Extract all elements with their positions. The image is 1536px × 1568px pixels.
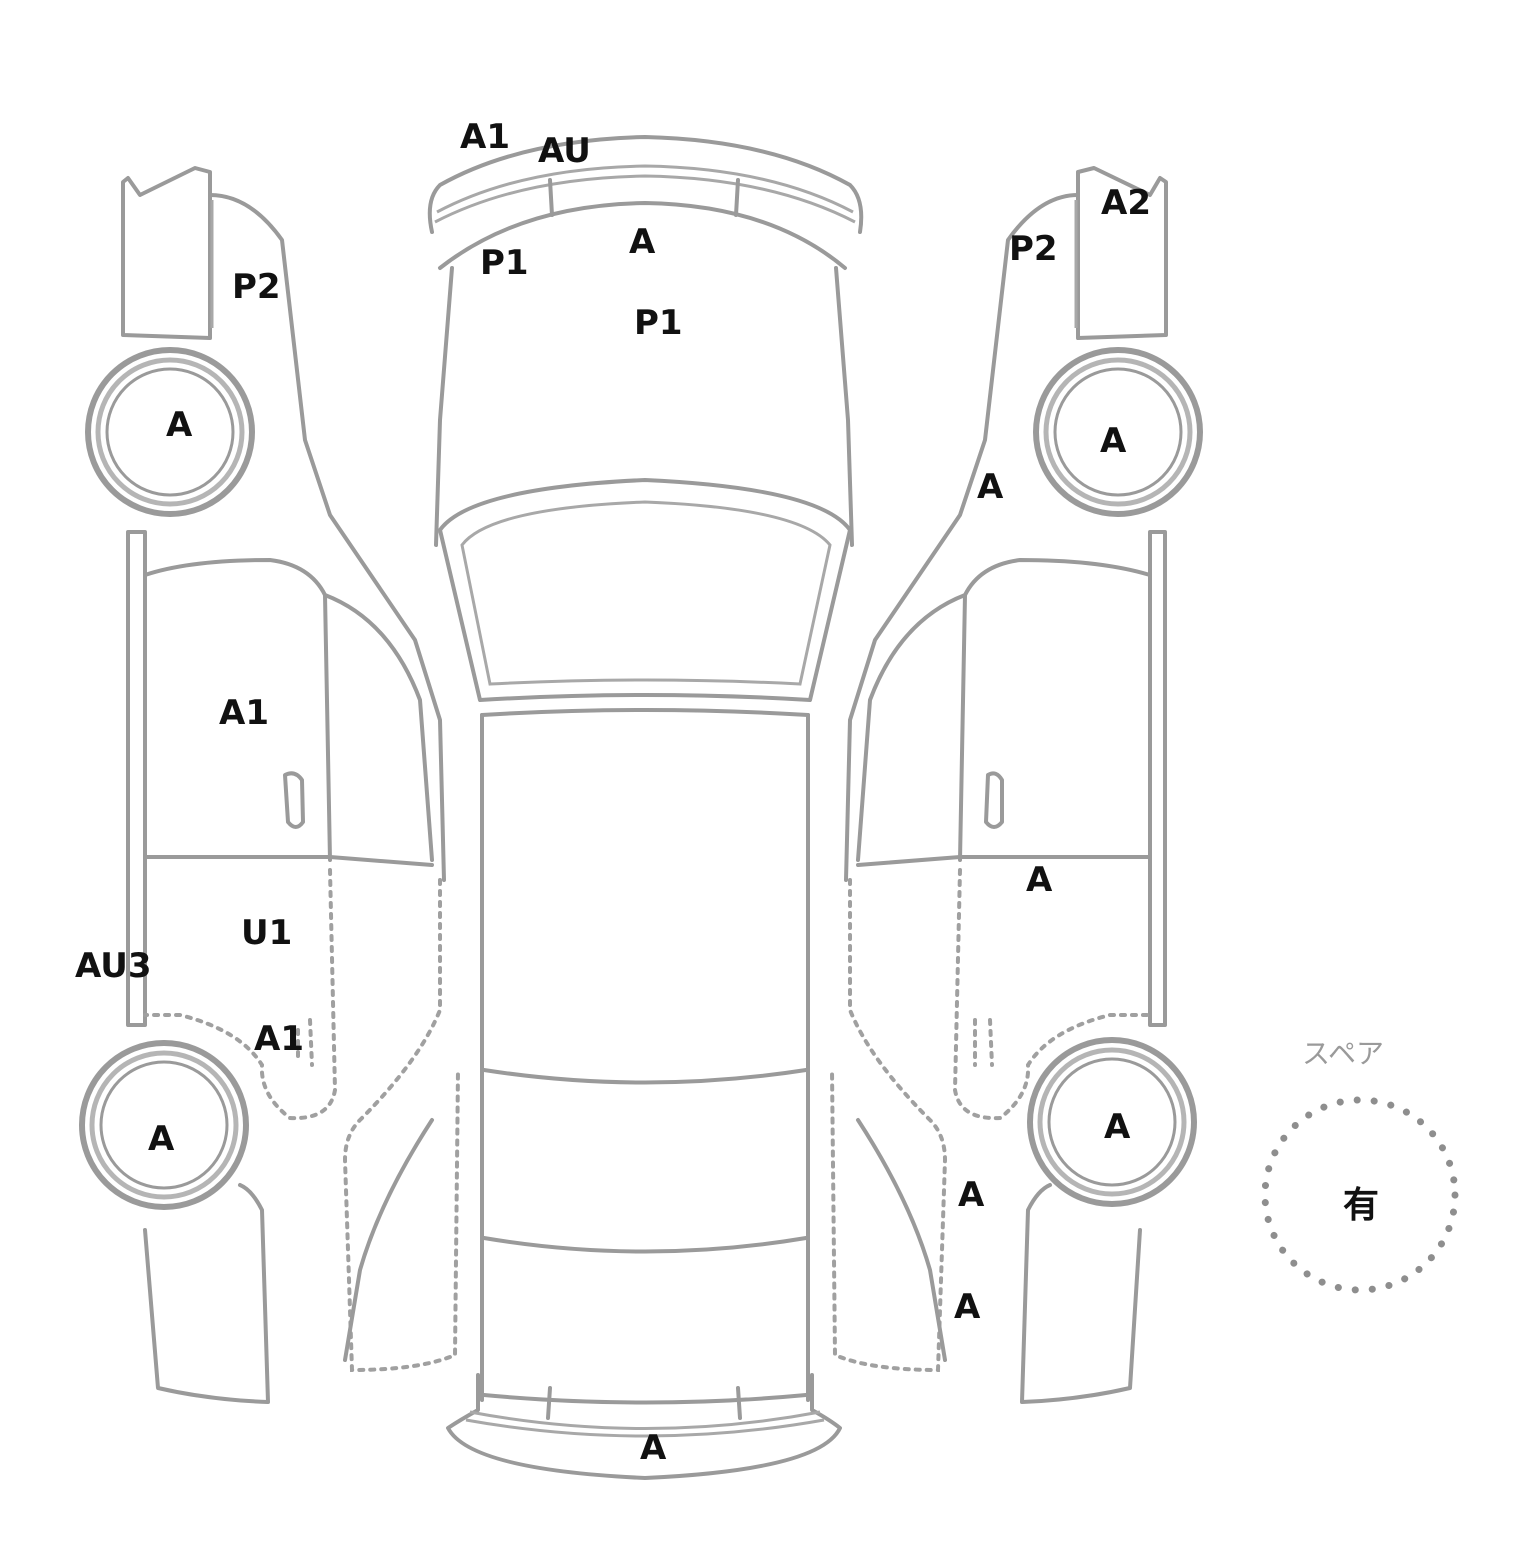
mark-right-rear-door: A [1026,860,1053,900]
mark-hood-a: A [629,222,656,262]
mark-right-fender-a: A [977,467,1004,507]
mark-front-bumper-a1: A1 [460,117,510,157]
mark-hood-p1-center: P1 [634,303,683,343]
mark-right-fender-p2: P2 [1009,229,1058,269]
mark-right-front-tire: A [1100,421,1127,461]
mark-rear-bumper: A [640,1428,667,1468]
spare-tire-dotted-circle [1261,1096,1459,1294]
right-rear-tire-shape [1027,1037,1197,1207]
mark-left-rear-door: U1 [241,913,293,953]
right-side-view-car [830,166,1203,1404]
mark-hood-p1-left: P1 [480,243,529,283]
mark-right-quarter-lower: A [954,1287,981,1327]
mark-front-bumper-au: AU [538,131,591,171]
mark-right-rear-tire: A [1104,1107,1131,1147]
right-front-tire-shape [1033,347,1203,517]
left-front-tire-shape [85,347,255,517]
spare-value: 有 [1343,1185,1380,1226]
mark-left-front-tire: A [166,405,193,445]
spare-title: スペア [1302,1037,1385,1070]
mark-left-sill: AU3 [75,946,152,986]
left-rear-tire-shape [79,1040,249,1210]
mark-left-front-door: A1 [219,693,269,733]
top-view-car [427,135,864,1480]
mark-right-pillar-a2: A2 [1101,183,1151,223]
mark-left-fender-p2: P2 [232,267,281,307]
mark-right-quarter-upper: A [958,1175,985,1215]
left-side-view-car [79,166,460,1404]
mark-left-rear-panel: A1 [254,1019,304,1059]
mark-left-rear-tire: A [148,1119,175,1159]
